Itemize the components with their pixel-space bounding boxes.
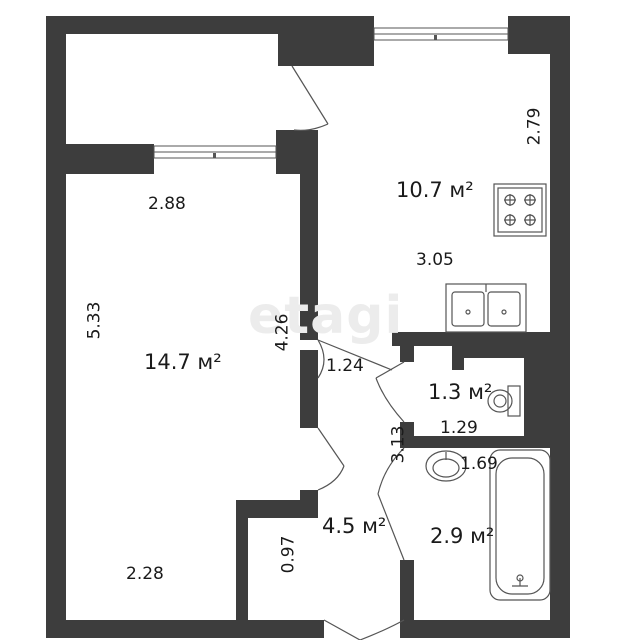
dim-hall-width-top: 1.24 (326, 356, 364, 376)
dim-toilet-width: 1.29 (440, 418, 478, 438)
door-hall (317, 339, 393, 371)
wall-bottom (46, 620, 324, 638)
wall-wet-left-upper (400, 332, 414, 362)
wall-top-left (46, 16, 324, 34)
wall-niche-top (236, 500, 318, 518)
walls (46, 16, 570, 638)
washbasin-icon (425, 450, 467, 482)
door-entrance (323, 619, 361, 640)
door-balcony (291, 65, 329, 125)
watermark: etagi (248, 286, 404, 346)
dim-hall-height: 3.13 (388, 425, 409, 464)
wall-partition-living-lower (300, 350, 318, 428)
bathtub-icon (489, 449, 551, 601)
doors (291, 65, 405, 640)
area-toilet: 1.3 м² (428, 380, 493, 404)
wall-top-kitchen-left (278, 16, 374, 66)
area-bathroom: 2.9 м² (430, 524, 495, 548)
dim-living-height-right: 4.26 (272, 313, 293, 352)
dim-living-width-bottom: 2.28 (126, 564, 164, 584)
area-kitchen: 10.7 м² (396, 178, 474, 202)
wall-partition-living-upper (300, 130, 318, 340)
windows (153, 27, 509, 159)
kitchen-sink-icon (445, 283, 527, 333)
stove-icon (493, 183, 547, 237)
door-bath (377, 493, 405, 561)
dim-kitchen-height: 2.79 (524, 107, 545, 146)
dim-bath-width: 1.69 (460, 454, 498, 474)
wall-toilet-right (524, 344, 550, 446)
wall-niche-left (236, 500, 248, 638)
dim-living-height-left: 5.33 (84, 301, 105, 340)
wall-wet-top-b (412, 332, 552, 346)
toilet-icon (487, 385, 521, 417)
wall-bath-left-lower (400, 560, 414, 638)
area-living: 14.7 м² (144, 350, 222, 374)
dim-kitchen-width: 3.05 (416, 250, 454, 270)
wall-toilet-inner (452, 344, 464, 370)
door-toilet (375, 361, 405, 379)
wall-wet-mid (400, 436, 550, 448)
wall-right (550, 16, 570, 638)
area-hallway: 4.5 м² (322, 514, 387, 538)
wall-left (46, 16, 66, 638)
dim-hall-niche: 0.97 (278, 535, 299, 574)
door-living (317, 427, 345, 467)
dim-living-width-top: 2.88 (148, 194, 186, 214)
wall-balcony-bottom-left (46, 144, 154, 174)
wall-bottom-right (404, 620, 570, 638)
